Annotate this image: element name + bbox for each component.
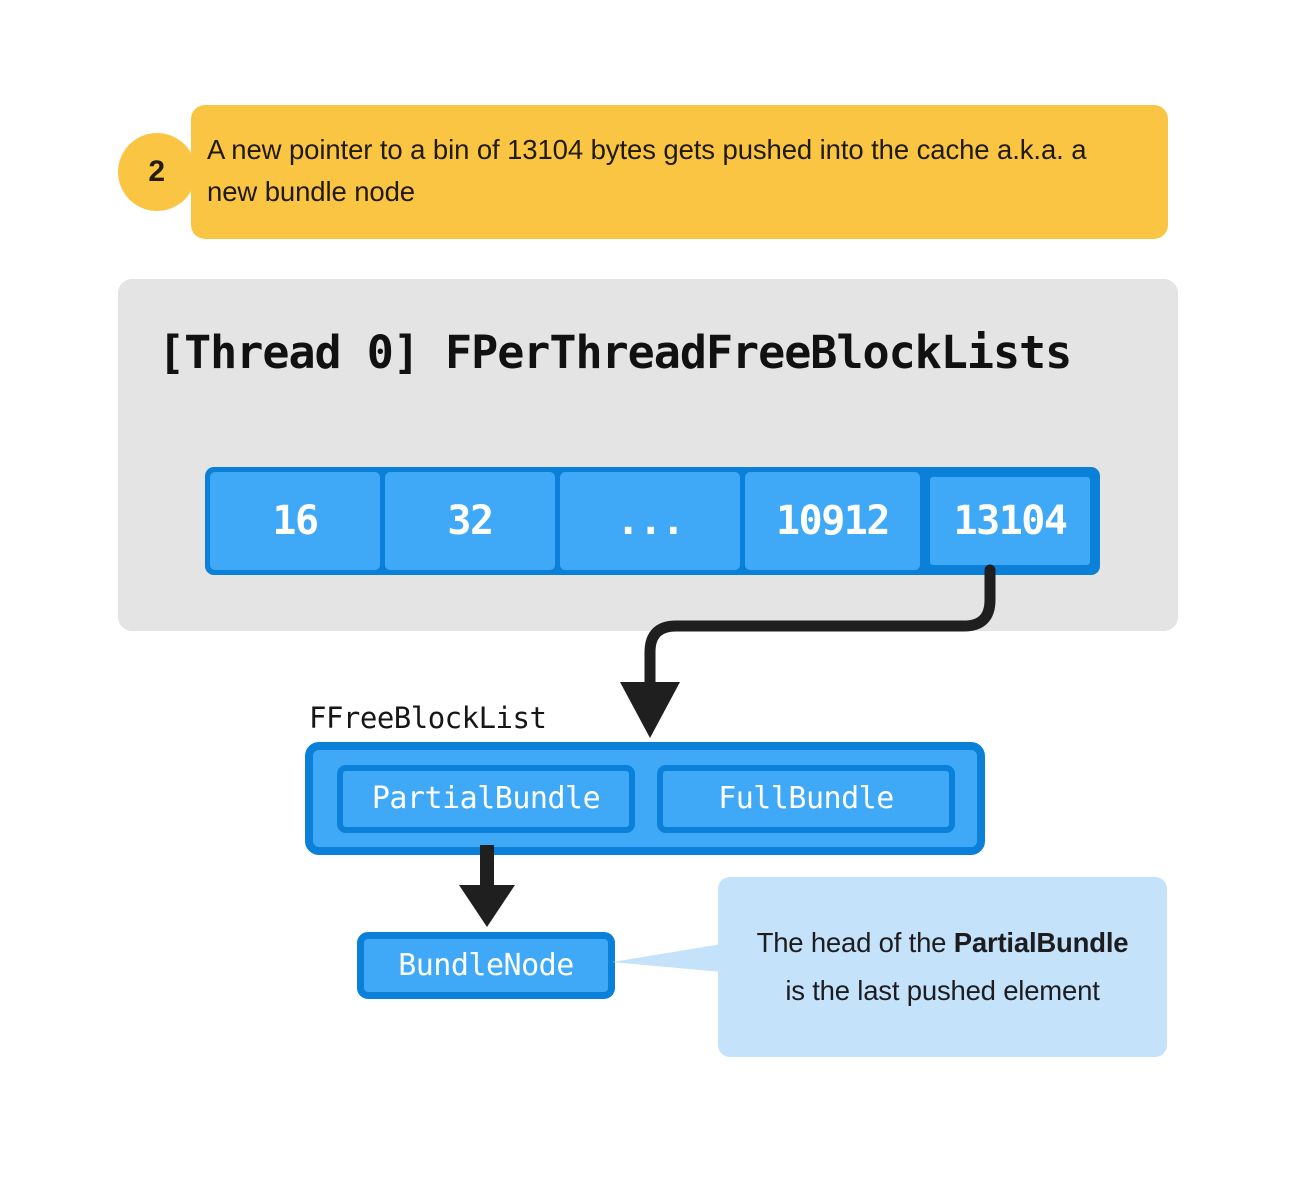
free-block-list-container: PartialBundle FullBundle <box>305 742 985 855</box>
tooltip-line-3: pushed element <box>906 975 1100 1006</box>
tooltip-box: The head of the PartialBundle is the las… <box>718 877 1167 1057</box>
partial-bundle-to-bundle-node-arrow <box>459 845 515 927</box>
bin-size-array: 16 32 ... 10912 13104 <box>205 467 1100 575</box>
free-block-list-label: FFreeBlockList <box>309 701 547 735</box>
bin-cell-10912[interactable]: 10912 <box>745 472 920 570</box>
bin-cell-13104[interactable]: 13104 <box>925 472 1095 570</box>
bundle-node-box[interactable]: BundleNode <box>357 932 615 999</box>
bin-cell-ellipsis[interactable]: ... <box>560 472 740 570</box>
tooltip-pointer <box>612 944 722 972</box>
full-bundle-box[interactable]: FullBundle <box>657 764 955 833</box>
partial-bundle-box[interactable]: PartialBundle <box>337 764 635 833</box>
panel-title: [Thread 0] FPerThreadFreeBlockLists <box>158 326 1072 379</box>
tooltip-bold-term: PartialBundle <box>953 927 1129 958</box>
tooltip-text: The head of the PartialBundle is the las… <box>746 919 1139 1015</box>
step-callout: 2 A new pointer to a bin of 13104 bytes … <box>118 105 1168 239</box>
tooltip-line-1: The head of the <box>756 927 947 958</box>
thread-free-block-lists-panel: [Thread 0] FPerThreadFreeBlockLists 16 3… <box>118 279 1178 631</box>
step-description-text: A new pointer to a bin of 13104 bytes ge… <box>207 134 1087 207</box>
step-description-box: A new pointer to a bin of 13104 bytes ge… <box>191 105 1168 239</box>
bin-cell-32[interactable]: 32 <box>385 472 555 570</box>
step-number-badge: 2 <box>118 133 196 211</box>
bin-cell-16[interactable]: 16 <box>210 472 380 570</box>
tooltip-line-2-rest: is the last <box>785 975 900 1006</box>
